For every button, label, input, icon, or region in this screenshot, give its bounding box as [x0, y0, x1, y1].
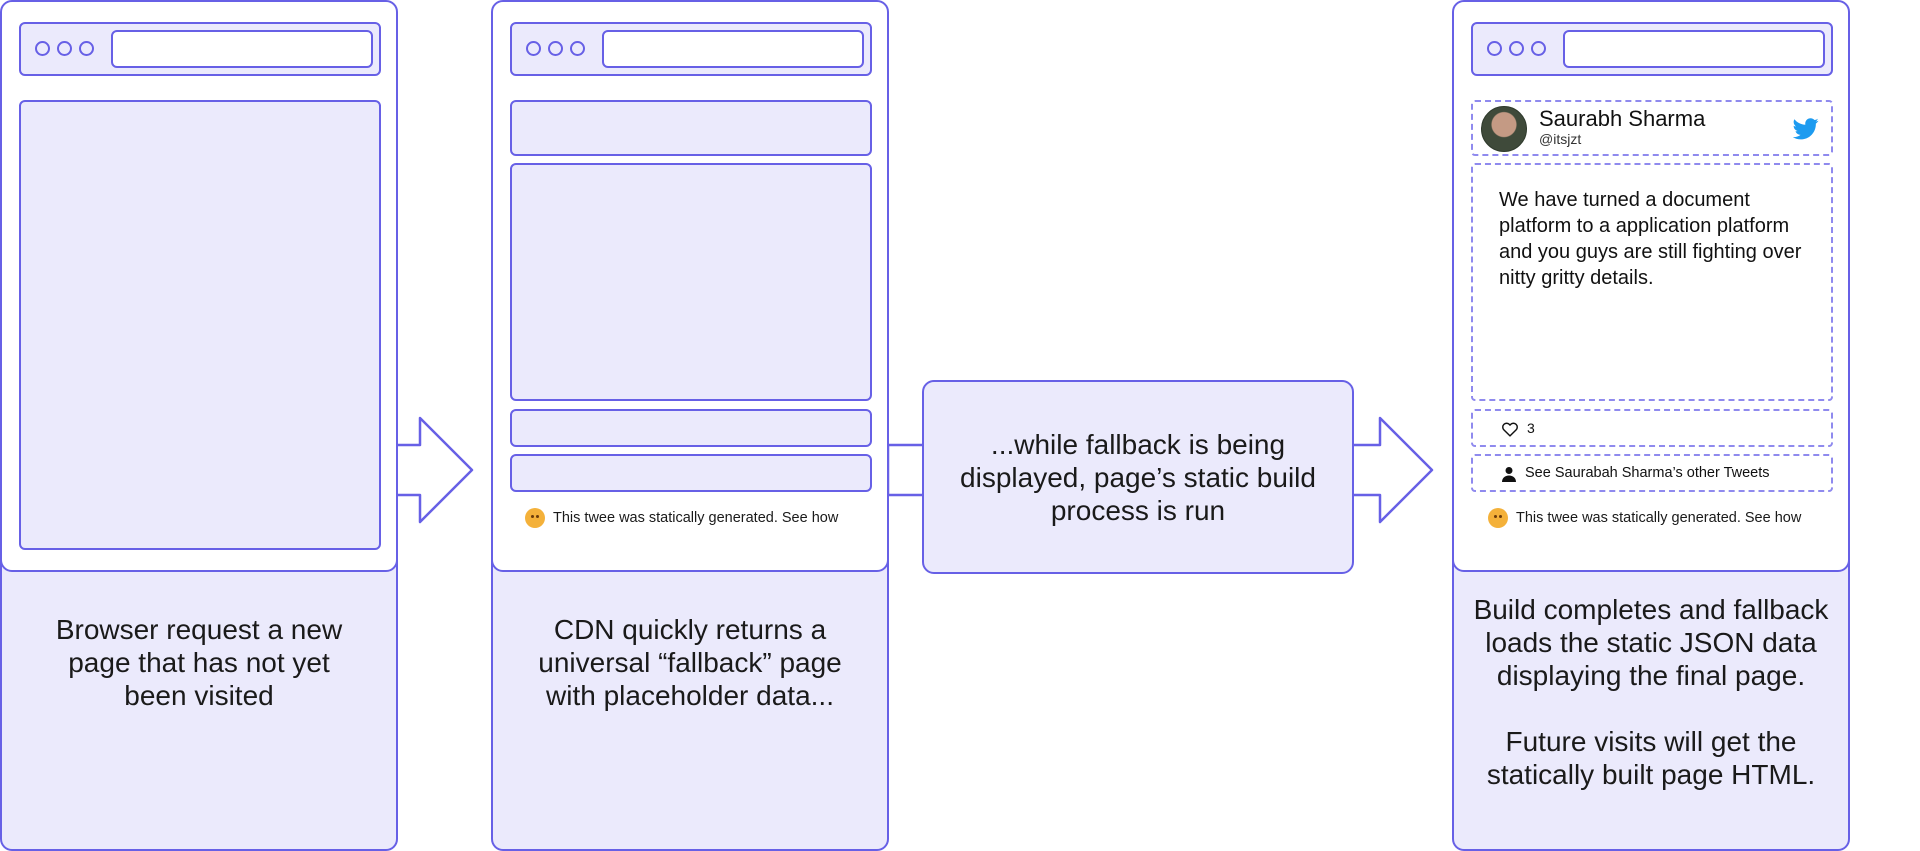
mind-blown-emoji-icon	[1488, 508, 1508, 528]
step3-text: ...while fallback is being displayed, pa…	[960, 428, 1316, 526]
address-bar	[602, 30, 864, 68]
tweet-author-name[interactable]: Saurabh Sharma	[1539, 106, 1706, 131]
tweet-body: We have turned a document platform to a …	[1471, 163, 1833, 401]
placeholder-row	[510, 454, 872, 492]
blank-content-area	[19, 100, 381, 550]
tweet-text: We have turned a document platform to a …	[1499, 189, 1802, 289]
tweet-author-handle[interactable]: @itsjzt	[1539, 131, 1582, 147]
step1-caption: Browser request a new page that has not …	[0, 555, 398, 851]
step4-text-2: Future visits will get the statically bu…	[1486, 726, 1816, 790]
placeholder-header	[510, 100, 872, 156]
step2-text: CDN quickly returns a universal “fallbac…	[538, 613, 842, 711]
window-control-icon	[1531, 41, 1546, 56]
step4-caption: Build completes and fallback loads the s…	[1452, 555, 1850, 851]
browser-window-4: Saurabh Sharma @itsjzt We have turned a …	[1452, 0, 1850, 572]
step3-box: ...while fallback is being displayed, pa…	[922, 380, 1354, 574]
static-note: This twee was statically generated. See …	[525, 508, 838, 528]
address-bar	[1563, 30, 1825, 68]
tweet-header: Saurabh Sharma @itsjzt	[1471, 100, 1833, 156]
person-icon	[1502, 467, 1516, 482]
heart-icon[interactable]	[1501, 421, 1519, 437]
browser-toolbar	[1471, 22, 1833, 76]
step4-text-1: Build completes and fallback loads the s…	[1473, 594, 1829, 691]
placeholder-row	[510, 409, 872, 447]
step1-text: Browser request a new page that has not …	[55, 613, 343, 711]
window-control-icon	[35, 41, 50, 56]
arrow-3	[1348, 416, 1434, 524]
window-control-icon	[570, 41, 585, 56]
mind-blown-emoji-icon	[525, 508, 545, 528]
window-control-icon	[1487, 41, 1502, 56]
other-tweets-row[interactable]: See Saurabah Sharma’s other Tweets	[1471, 454, 1833, 492]
arrow-1	[393, 416, 474, 524]
other-tweets-link[interactable]: See Saurabah Sharma’s other Tweets	[1525, 465, 1770, 481]
address-bar	[111, 30, 373, 68]
avatar	[1481, 106, 1527, 152]
connector-2-3	[886, 443, 927, 497]
browser-window-1	[0, 0, 398, 572]
static-note: This twee was statically generated. See …	[1488, 508, 1801, 528]
window-control-icon	[548, 41, 563, 56]
window-control-icon	[1509, 41, 1524, 56]
twitter-bird-icon[interactable]	[1793, 118, 1819, 140]
static-note-text: This twee was statically generated. See …	[1516, 510, 1802, 526]
static-note-text: This twee was statically generated. See …	[553, 510, 839, 526]
window-control-icon	[79, 41, 94, 56]
browser-toolbar	[510, 22, 872, 76]
browser-window-2: This twee was statically generated. See …	[491, 0, 889, 572]
browser-toolbar	[19, 22, 381, 76]
tweet-likes-row: 3	[1471, 409, 1833, 447]
window-control-icon	[526, 41, 541, 56]
like-count: 3	[1527, 420, 1535, 436]
placeholder-body	[510, 163, 872, 401]
window-control-icon	[57, 41, 72, 56]
step2-caption: CDN quickly returns a universal “fallbac…	[491, 555, 889, 851]
